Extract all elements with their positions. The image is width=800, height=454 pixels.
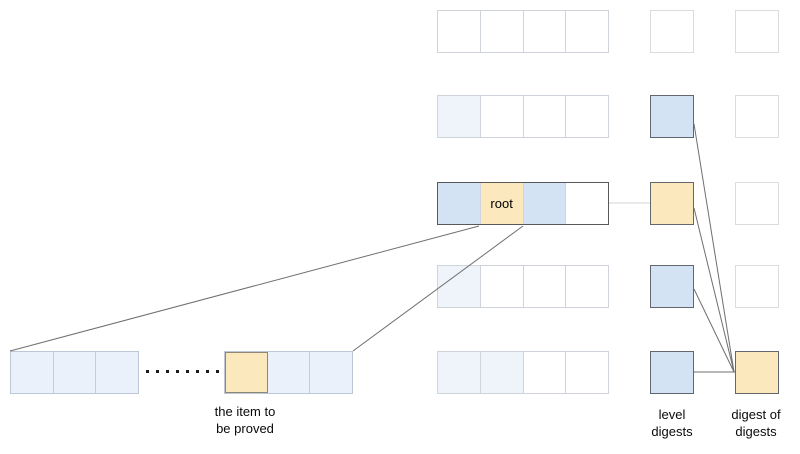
row-1-level-digest-box [650, 10, 694, 53]
bottom-left-group-cell-3 [96, 352, 139, 393]
ellipsis-dot [186, 370, 189, 373]
level-digests-label-line1: level [658, 407, 686, 422]
row-1-cell-2 [480, 11, 524, 52]
line-level3-to-digest [693, 207, 735, 373]
row-1-cell-4 [566, 11, 608, 52]
item-group [224, 351, 353, 394]
ellipsis-dot [206, 370, 209, 373]
row-2-level-digest-box [650, 95, 694, 138]
item-label: the item to be proved [175, 403, 315, 437]
row-2-cell-3 [523, 96, 567, 137]
row-3-root-level-digest-box [650, 182, 694, 225]
ellipsis-dots [146, 370, 219, 373]
row-4-cell-3 [523, 266, 567, 307]
row-5-cell-3 [523, 352, 567, 393]
row-4-cell-4 [566, 266, 608, 307]
digest-of-digests-label-line2: digests [735, 424, 777, 439]
ellipsis-dot [156, 370, 159, 373]
level-digests-label: level digests [602, 406, 742, 440]
ellipsis-dot [196, 370, 199, 373]
item-group-cell-2 [267, 352, 311, 393]
item-label-line2: be proved [216, 421, 274, 436]
ellipsis-dot [176, 370, 179, 373]
row-2-cell-2 [480, 96, 524, 137]
row-4-cell-1 [438, 266, 481, 307]
row-5-level-digest-box [650, 351, 694, 394]
row-4-level-digest-box [650, 265, 694, 308]
row-1-cell-1 [438, 11, 481, 52]
row-2-cell-4 [566, 96, 608, 137]
row-4 [437, 265, 609, 308]
row-3-root-cell-3 [523, 183, 567, 224]
row-3-root-digest-of-digests-box [735, 182, 779, 225]
level-digests-label-line2: digests [651, 424, 693, 439]
row-3-root-cell-1 [438, 183, 481, 224]
root-label: root [490, 196, 513, 211]
row-2 [437, 95, 609, 138]
row-1 [437, 10, 609, 53]
line-level2-to-digest [693, 123, 735, 373]
row-3-root-cell-4 [566, 183, 608, 224]
row-4-digest-of-digests-box [735, 265, 779, 308]
item-label-line1: the item to [214, 404, 276, 419]
line-level4-to-digest [693, 288, 735, 373]
row-5-cell-1 [438, 352, 481, 393]
row-5 [437, 351, 609, 394]
row-4-cell-2 [480, 266, 524, 307]
item-group-cell-3 [310, 352, 353, 393]
row-5-cell-4 [566, 352, 608, 393]
digest-of-digests-label-line1: digest of [731, 407, 781, 422]
item-group-cell-1 [225, 352, 268, 393]
row-3-root-cell-2: root [480, 183, 524, 224]
row-3-root: root [437, 182, 609, 225]
row-1-cell-3 [523, 11, 567, 52]
bottom-left-group-cell-2 [53, 352, 97, 393]
row-2-digest-of-digests-box [735, 95, 779, 138]
ellipsis-dot [216, 370, 219, 373]
line-root-to-bottom-left [9, 225, 480, 352]
row-2-cell-1 [438, 96, 481, 137]
row-5-cell-2 [480, 352, 524, 393]
digest-of-digests-label: digest of digests [686, 406, 800, 440]
row-1-digest-of-digests-box [735, 10, 779, 53]
bottom-left-group-cell-1 [11, 352, 54, 393]
bottom-left-group [10, 351, 139, 394]
ellipsis-dot [166, 370, 169, 373]
row-5-digest-of-digests-box [735, 351, 779, 394]
ellipsis-dot [146, 370, 149, 373]
